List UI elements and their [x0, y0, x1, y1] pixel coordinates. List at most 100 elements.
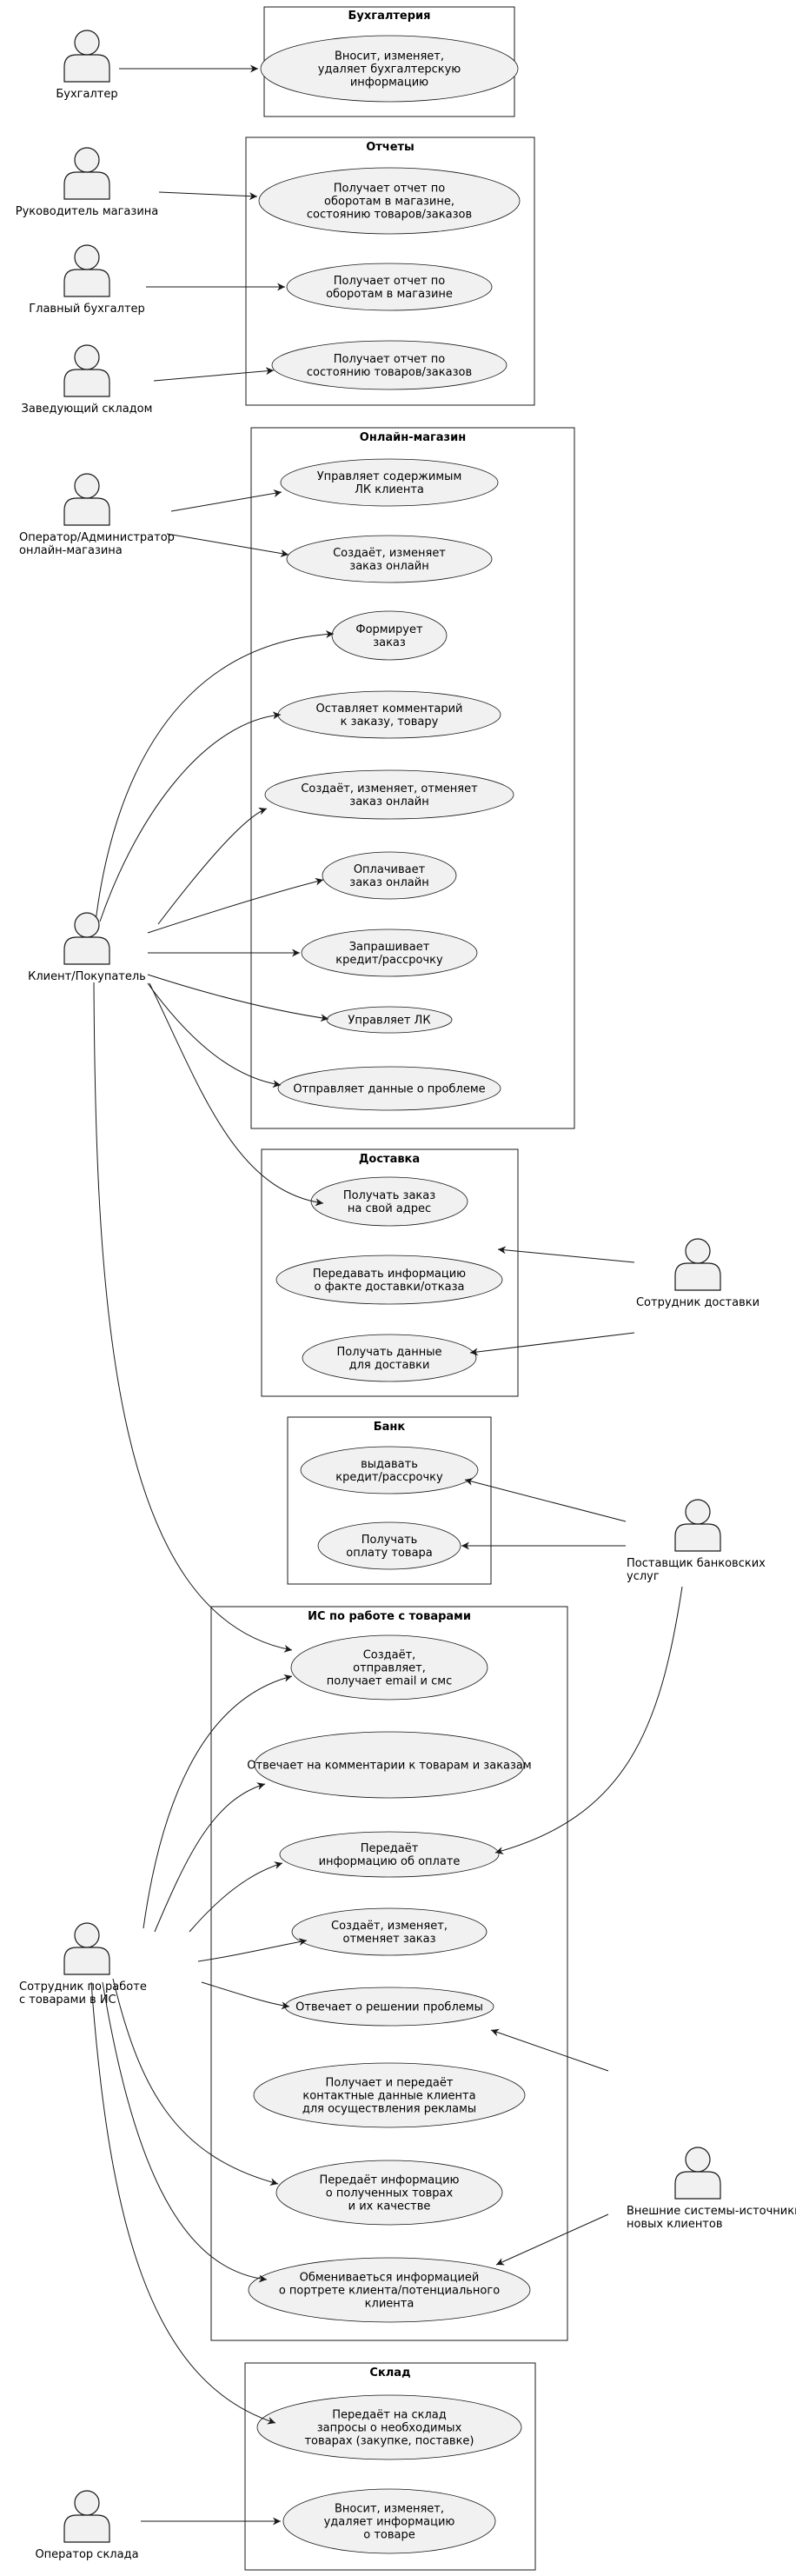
use-case-ellipse: [286, 263, 493, 311]
use-case-label: к заказу, товару: [341, 716, 439, 729]
use-case-label: отправляет,: [353, 1662, 426, 1675]
use-case-ellipse: [301, 929, 478, 977]
package-frame: [245, 136, 535, 406]
use-case-label: оборотам в магазине,: [324, 196, 454, 209]
use-case-label: Передавать информацию: [313, 1268, 466, 1281]
use-case-label: Получает отчет по: [334, 353, 445, 366]
use-case-ellipse: [275, 2160, 503, 2226]
actor-client: Клиент/Покупатель: [28, 912, 146, 983]
package-title: ИС по работе с товарами: [308, 1610, 471, 1623]
association-arrow: [201, 1981, 290, 2010]
use-case-label: для осуществления рекламы: [302, 2103, 476, 2116]
actor-label: новых клиентов: [627, 2218, 723, 2231]
package-online-shop: Онлайн-магазин: [250, 427, 575, 1129]
use-case-label: заказ: [373, 636, 406, 649]
use-case-label: о товаре: [363, 2529, 415, 2542]
use-case-label: получает email и смс: [327, 1675, 452, 1688]
use-case-label: удаляет информацию: [324, 2516, 455, 2529]
use-case-label: Обмениваеться информацией: [300, 2272, 480, 2285]
use-case-label: Получать: [362, 1534, 418, 1547]
use-case-label: отменяет заказ: [343, 1933, 436, 1946]
use-case-ellipse: [254, 1731, 525, 1799]
actor-label: Оператор/Администратор: [19, 531, 175, 544]
association-arrow: [147, 982, 282, 1088]
use-case-label: Создаёт, изменяет,: [331, 1920, 448, 1933]
use-case-ellipse: [317, 1521, 461, 1570]
use-case-label: информацию: [350, 77, 428, 90]
use-case-ellipse: [277, 1066, 501, 1111]
use-case-label: оплату товара: [346, 1547, 433, 1560]
use-case: Отправляет данные о проблеме: [277, 1066, 501, 1111]
association-arrow: [95, 630, 335, 922]
package-sklad: Склад: [244, 2362, 536, 2571]
actor-label: онлайн-магазина: [19, 544, 123, 557]
actor-label: Поставщик банковских: [627, 1557, 766, 1570]
use-case-label: Создаёт,: [363, 1649, 416, 1662]
actor-label: с товарами в ИС: [19, 1994, 116, 2007]
use-case-label: контактные данные клиента: [302, 2090, 475, 2103]
actor-icon: [63, 1922, 110, 1975]
use-case-label: Передаёт информацию: [320, 2174, 460, 2187]
use-case: Отвечает на комментарии к товарам и зака…: [247, 1731, 532, 1799]
actor-icon: [63, 147, 110, 200]
association-arrow: [147, 877, 324, 934]
use-case: Создаёт, изменяет,отменяет заказ: [291, 1907, 488, 1956]
use-case-label: заказ онлайн: [349, 795, 428, 809]
package-frame: [261, 1148, 519, 1397]
association-arrow: [494, 1586, 683, 1854]
actor-label: Сотрудник по работе: [19, 1980, 147, 1994]
use-case-label: Управляет содержимым: [317, 470, 462, 483]
package-otchety: Отчеты: [245, 136, 535, 406]
use-case-label: Оплачивает: [354, 863, 426, 876]
package-dostavka: Доставка: [261, 1148, 519, 1397]
use-case-label: кредит/рассрочку: [335, 954, 443, 967]
use-case-label: Создаёт, изменяет: [333, 547, 446, 560]
use-case-label: Вносит, изменяет,: [335, 2503, 444, 2516]
actor-chief: Главный бухгалтер: [29, 244, 145, 316]
packages: Бухгалтерия Отчеты Онлайн-магазин Достав…: [210, 6, 575, 2571]
use-case-ellipse: [302, 1334, 477, 1382]
package-title: Склад: [369, 2366, 410, 2380]
use-case: Отвечает о решении проблемы: [284, 1987, 494, 2027]
use-case-ellipse: [248, 2257, 531, 2323]
use-case-label: Отправляет данные о проблеме: [293, 1083, 485, 1096]
use-case-label: для доставки: [349, 1359, 430, 1372]
use-case-label: Передаёт на склад: [332, 2409, 447, 2422]
association-arrow: [93, 982, 293, 1653]
actor-label: Клиент/Покупатель: [28, 970, 146, 983]
use-case-label: запросы о необходимых: [317, 2422, 462, 2435]
use-case-label: оборотам в магазине: [326, 288, 453, 301]
actor-label: услуг: [627, 1570, 660, 1583]
use-case-ellipse: [271, 340, 507, 390]
use-case-ellipse: [253, 2062, 526, 2128]
association-arrow: [495, 2213, 609, 2266]
use-case: Управляет ЛК: [326, 1006, 453, 1034]
actor-icon: [674, 1238, 721, 1291]
actor-store: Заведующий складом: [22, 344, 152, 416]
use-cases: Вносит, изменяет,удаляет бухгалтерскуюин…: [247, 35, 532, 2554]
use-case-ellipse: [291, 1907, 488, 1956]
package-frame: [250, 427, 575, 1129]
actor-icon: [63, 912, 110, 965]
use-case-label: Управляет ЛК: [348, 1015, 430, 1028]
associations: [90, 64, 683, 2526]
use-case-label: Оставляет комментарий: [315, 702, 462, 716]
actor-icon: [63, 244, 110, 297]
use-case-label: о факте доставки/отказа: [315, 1281, 465, 1294]
use-case-ellipse: [300, 1446, 479, 1494]
use-case: Создаёт,отправляет,получает email и смс: [290, 1634, 488, 1701]
use-case-ellipse: [264, 769, 514, 820]
actor-icon: [63, 344, 110, 397]
package-frame: [210, 1606, 568, 2341]
actor-label: Сотрудник доставки: [636, 1296, 760, 1309]
use-case-label: состоянию товаров/заказов: [307, 366, 472, 379]
association-arrow: [99, 711, 282, 922]
